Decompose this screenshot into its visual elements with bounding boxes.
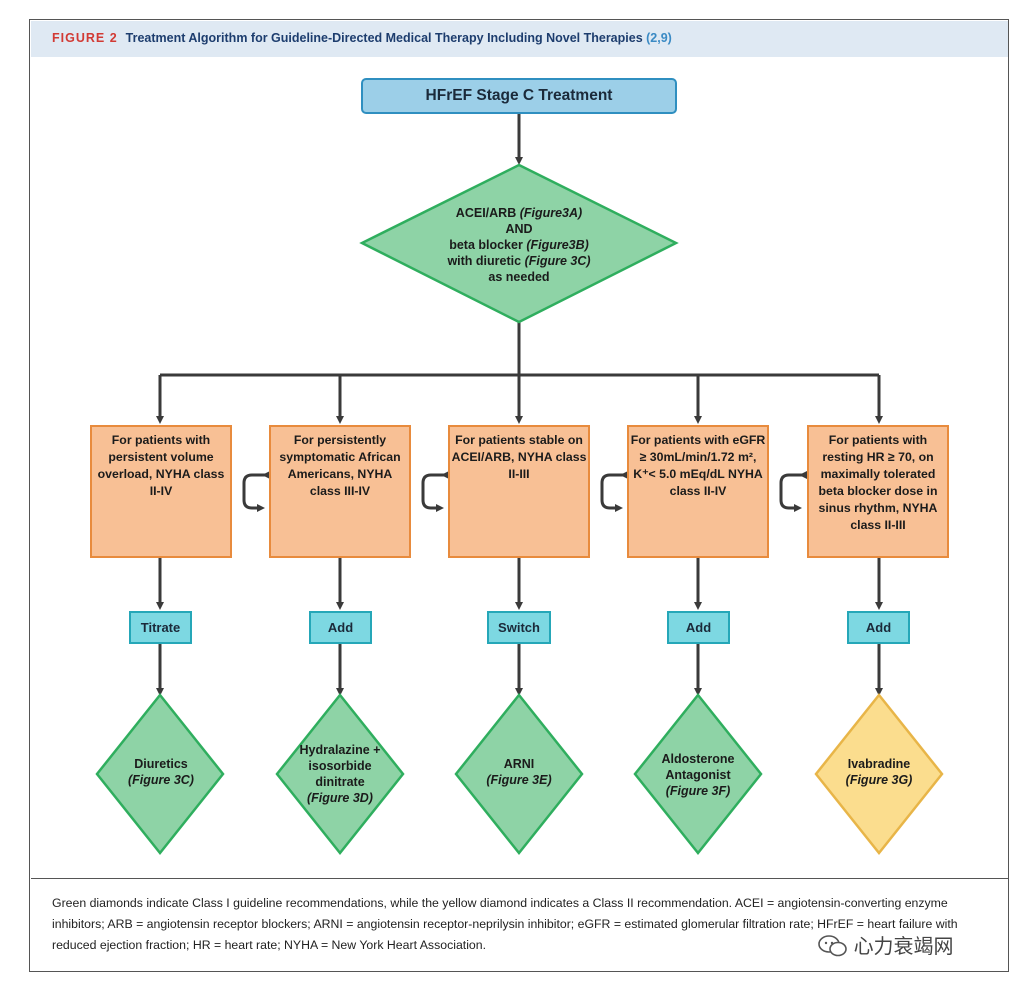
result-label-4: Aldosterone Antagonist — [661, 752, 735, 782]
result-diamond-2 — [275, 692, 405, 856]
watermark-text: 心力衰竭网 — [853, 936, 954, 958]
wechat-icon — [818, 935, 847, 957]
result-diamond-5 — [814, 692, 944, 856]
figure-refs: (2,9) — [646, 31, 672, 45]
result-label-1: Diuretics — [134, 757, 188, 771]
result-ref-2: (Figure 3D) — [307, 791, 373, 805]
action-box-4: Add — [667, 611, 730, 644]
result-diamond-4 — [633, 692, 763, 856]
result-ref-1: (Figure 3C) — [128, 773, 194, 787]
main-diamond-line-3: beta blocker — [449, 238, 523, 252]
result-label-3: ARNI — [503, 757, 535, 771]
figure-header — [31, 21, 1008, 57]
result-label-2: Hydralazine + isosorbide dinitrate — [299, 743, 381, 789]
main-diamond-ref-3: (Figure3B) — [526, 238, 589, 252]
main-diamond-ref-1: (Figure3A) — [519, 206, 583, 220]
action-box-1: Titrate — [129, 611, 192, 644]
main-diamond-line-1: ACEI/ARB — [455, 206, 517, 220]
action-box-5: Add — [847, 611, 910, 644]
result-text-5: Ivabradine (Figure 3G) — [804, 756, 954, 788]
condition-box-5: For patients with resting HR ≥ 70, on ma… — [807, 425, 949, 558]
result-text-2: Hydralazine + isosorbide dinitrate (Figu… — [266, 742, 414, 806]
result-ref-3: (Figure 3E) — [486, 773, 552, 787]
start-box: HFrEF Stage C Treatment — [361, 78, 677, 114]
main-diamond-line-5: as needed — [488, 270, 550, 284]
main-decision-diamond — [359, 163, 679, 324]
result-text-4: Aldosterone Antagonist (Figure 3F) — [624, 751, 772, 799]
figure-title: FIGURE 2 Treatment Algorithm for Guidelin… — [52, 31, 672, 45]
result-diamond-1 — [95, 692, 225, 856]
action-box-2: Add — [309, 611, 372, 644]
figure-title-text: Treatment Algorithm for Guideline-Direct… — [125, 31, 643, 45]
result-label-5: Ivabradine — [847, 757, 911, 771]
condition-box-2: For persistently symptomatic African Ame… — [269, 425, 411, 558]
bidirectional-arrow-1-2 — [242, 471, 270, 512]
condition-box-1: For patients with persistent volume over… — [90, 425, 232, 558]
result-ref-4: (Figure 3F) — [665, 784, 731, 798]
result-text-3: ARNI (Figure 3E) — [444, 756, 594, 788]
main-diamond-ref-4: (Figure 3C) — [524, 254, 591, 268]
main-diamond-text: ACEI/ARB (Figure3A) AND beta blocker (Fi… — [419, 205, 619, 285]
main-diamond-line-2: AND — [505, 222, 533, 236]
bidirectional-arrow-4-5 — [779, 471, 807, 512]
condition-box-4: For patients with eGFR ≥ 30mL/min/1.72 m… — [627, 425, 769, 558]
footer-divider — [31, 878, 1008, 879]
result-text-1: Diuretics (Figure 3C) — [86, 756, 236, 788]
figure-frame — [29, 19, 1009, 972]
figure-label: FIGURE 2 — [52, 31, 118, 45]
bidirectional-arrow-3-4 — [600, 471, 628, 512]
main-diamond-line-4: with diuretic — [447, 254, 522, 268]
result-diamond-3 — [454, 692, 584, 856]
bidirectional-arrow-2-3 — [421, 471, 449, 512]
figure-footnote: Green diamonds indicate Class I guidelin… — [52, 896, 958, 952]
result-ref-5: (Figure 3G) — [845, 773, 913, 787]
condition-box-3: For patients stable on ACEI/ARB, NYHA cl… — [448, 425, 590, 558]
watermark: 心力衰竭网 — [818, 930, 954, 959]
action-box-3: Switch — [487, 611, 551, 644]
